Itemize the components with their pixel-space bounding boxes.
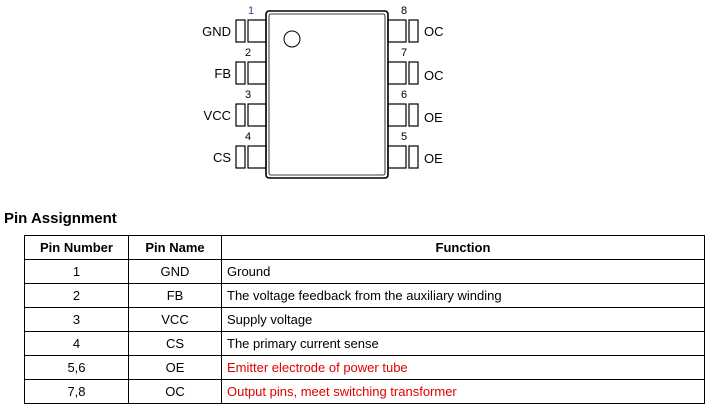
- table-row: 4 CS The primary current sense: [24, 331, 705, 356]
- header-pin-number: Pin Number: [24, 235, 129, 260]
- function-cell: Emitter electrode of power tube: [221, 355, 705, 380]
- pin1-indicator-dot: [283, 30, 301, 48]
- pin-number-cell: 2: [24, 283, 129, 308]
- function-cell: The primary current sense: [221, 331, 705, 356]
- header-function: Function: [221, 235, 705, 260]
- pin-name-cell: OE: [128, 355, 222, 380]
- pin-number-cell: 7,8: [24, 379, 129, 404]
- chip-body: [265, 10, 389, 179]
- pin-number-cell: 5,6: [24, 355, 129, 380]
- left-pin-3-label: VCC: [204, 108, 231, 123]
- right-pin-7-number: 7: [401, 47, 407, 59]
- table-row: 5,6 OE Emitter electrode of power tube: [24, 355, 705, 380]
- right-pin-6: 6 OE: [387, 89, 443, 127]
- right-pin-8-number: 8: [401, 5, 407, 17]
- table-header-row: Pin Number Pin Name Function: [24, 235, 705, 260]
- table-row: 2 FB The voltage feedback from the auxil…: [24, 283, 705, 308]
- pin-number-cell: 1: [24, 259, 129, 284]
- left-pin-1-label: GND: [202, 24, 231, 39]
- right-pin-6-label: OE: [424, 110, 443, 125]
- left-pin-2-number: 2: [245, 47, 251, 59]
- right-pin-5-label: OE: [424, 151, 443, 166]
- left-pin-2-label: FB: [214, 66, 231, 81]
- pin-name-cell: OC: [128, 379, 222, 404]
- pin-assignment-table: Pin Number Pin Name Function 1 GND Groun…: [24, 235, 705, 404]
- right-pin-5-number: 5: [401, 131, 407, 143]
- pin-number-cell: 4: [24, 331, 129, 356]
- right-pin-5: 5 OE: [387, 131, 443, 169]
- header-pin-name: Pin Name: [128, 235, 222, 260]
- left-pin-3-number: 3: [245, 89, 251, 101]
- left-pin-3: 3 VCC: [204, 89, 267, 127]
- right-pin-7-label: OC: [424, 68, 444, 83]
- left-pin-1-number: 1: [248, 5, 254, 17]
- right-pin-7: 7 OC: [387, 47, 444, 85]
- left-pin-1: 1 GND: [202, 5, 267, 43]
- right-pin-8: 8 OC: [387, 5, 444, 43]
- right-pin-8-label: OC: [424, 24, 444, 39]
- pin-name-cell: FB: [128, 283, 222, 308]
- pin-name-cell: VCC: [128, 307, 222, 332]
- package-pinout-diagram: 1 GND 2 FB 3 VCC 4 CS 8 OC 7 OC 6 OE: [202, 5, 444, 179]
- section-title: Pin Assignment: [4, 210, 117, 227]
- function-cell: The voltage feedback from the auxiliary …: [221, 283, 705, 308]
- function-cell: Output pins, meet switching transformer: [221, 379, 705, 404]
- pin-name-cell: CS: [128, 331, 222, 356]
- pin-number-cell: 3: [24, 307, 129, 332]
- function-cell: Supply voltage: [221, 307, 705, 332]
- pin-name-cell: GND: [128, 259, 222, 284]
- left-pin-4-number: 4: [245, 131, 251, 143]
- left-pin-4: 4 CS: [213, 131, 267, 169]
- table-row: 1 GND Ground: [24, 259, 705, 284]
- left-pin-4-label: CS: [213, 150, 231, 165]
- chip-body-inner: [268, 13, 386, 176]
- function-cell: Ground: [221, 259, 705, 284]
- right-pin-6-number: 6: [401, 89, 407, 101]
- left-pin-2: 2 FB: [214, 47, 267, 85]
- table-row: 3 VCC Supply voltage: [24, 307, 705, 332]
- table-row: 7,8 OC Output pins, meet switching trans…: [24, 379, 705, 404]
